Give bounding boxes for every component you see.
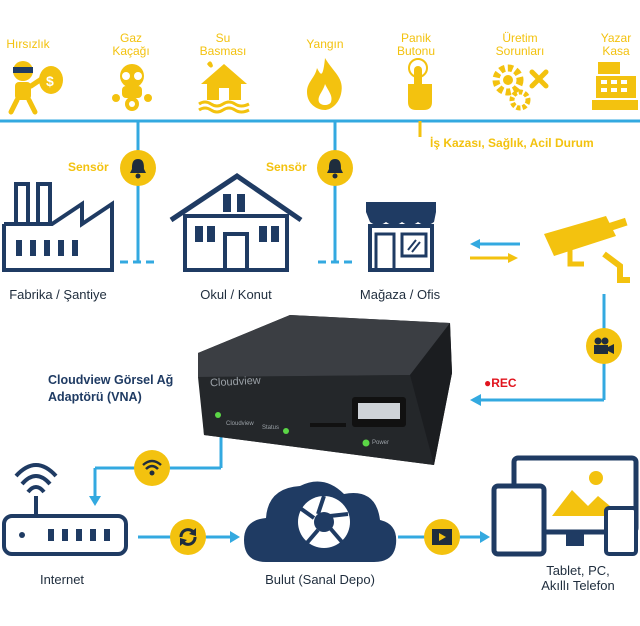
rec-indicator: ●REC	[484, 376, 517, 390]
flood-house-icon	[198, 61, 250, 114]
fire-icon	[307, 58, 342, 110]
security-camera-icon	[544, 216, 630, 283]
factory-icon	[2, 182, 114, 272]
store-icon	[366, 202, 436, 272]
panic-button-icon	[408, 58, 432, 110]
label-fire: Yangın	[306, 37, 344, 51]
device-title: Cloudview Görsel Ağ Adaptörü (VNA)	[48, 373, 174, 404]
label-cloud: Bulut (Sanal Depo)	[265, 572, 375, 587]
video-camera-icon	[594, 337, 614, 354]
sensor-label-1: Sensör	[68, 160, 109, 174]
vna-device	[198, 315, 452, 465]
location-label-factory: Fabrika / Şantiye	[9, 287, 107, 302]
thief-icon: $	[8, 61, 63, 115]
cloud-icon	[244, 481, 397, 562]
label-production-issues: Üretim Sorunları	[495, 31, 545, 58]
gears-error-icon	[492, 64, 549, 111]
label-internet: Internet	[39, 572, 85, 587]
port-label-power: Power	[372, 440, 390, 446]
label-cash-register: Yazar Kasa	[600, 31, 632, 58]
house-icon	[169, 172, 303, 272]
label-devices: Tablet, PC, Akıllı Telefon	[541, 563, 615, 593]
location-label-store: Mağaza / Ofis	[359, 287, 441, 302]
label-theft: Hırsızlık	[6, 37, 50, 51]
bell-icon	[327, 159, 343, 179]
label-panic-button: Panik Butonu	[396, 31, 436, 58]
gas-mask-icon	[112, 64, 152, 111]
label-flood: Su Basması	[199, 31, 247, 58]
wifi-icon	[142, 459, 162, 476]
router-icon	[2, 463, 128, 556]
port-label-status: Status	[262, 425, 280, 431]
port-label-cloudview: Cloudview	[226, 421, 254, 427]
sync-icon	[179, 528, 197, 546]
emergency-note: İş Kazası, Sağlık, Acil Durum	[430, 136, 594, 150]
cash-register-icon	[592, 62, 638, 110]
video-play-icon	[432, 529, 452, 545]
location-label-school: Okul / Konut	[200, 287, 272, 302]
bell-icon	[130, 159, 146, 179]
sync-badge	[170, 519, 206, 555]
sensor-label-2: Sensör	[266, 160, 307, 174]
svg-text:$: $	[46, 73, 54, 89]
devices-icon	[491, 455, 639, 557]
wifi-badge	[134, 450, 170, 486]
label-gas-leak: Gaz Kaçağı	[112, 31, 150, 58]
